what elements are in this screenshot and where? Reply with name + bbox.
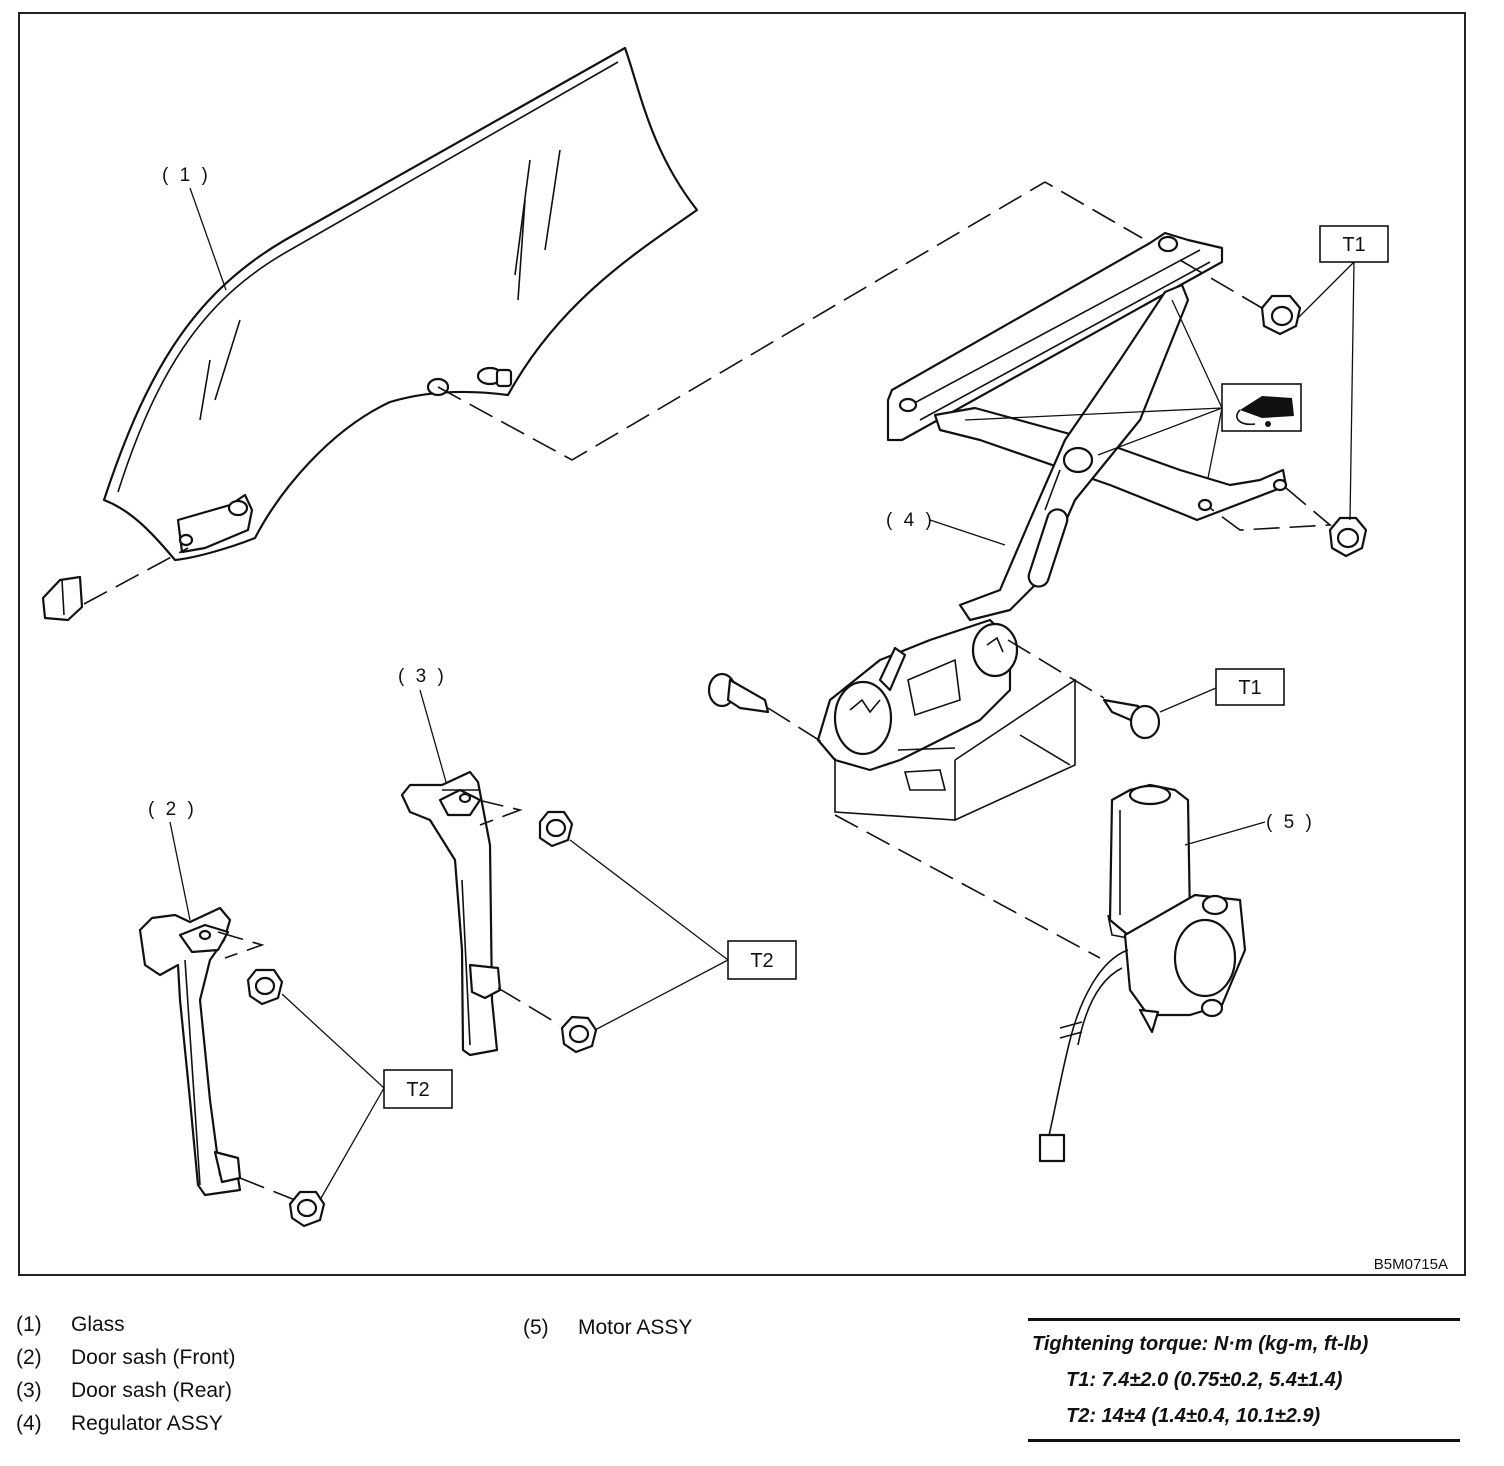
motor-guide-line bbox=[834, 814, 1101, 959]
callout-motor-leader bbox=[1184, 821, 1266, 846]
legend-num: (1) bbox=[16, 1313, 42, 1336]
torque-box-t2-front: T2 bbox=[383, 1069, 453, 1109]
legend-num: (3) bbox=[16, 1379, 42, 1402]
rear-sash-nut-lower bbox=[560, 1015, 598, 1054]
t2-front-leader-2 bbox=[319, 1087, 385, 1201]
torque-label-t2-rear: T2 bbox=[750, 950, 773, 972]
right-bolt-guide bbox=[1007, 639, 1105, 699]
front-sash-nut-upper bbox=[246, 968, 284, 1006]
regulator-part bbox=[816, 231, 1288, 772]
legend-name: Door sash (Rear) bbox=[71, 1379, 233, 1402]
legend-name: Glass bbox=[71, 1313, 125, 1336]
door-sash-front-part bbox=[138, 906, 242, 1197]
exploded-view-diagram: ( 1 ) ( 2 ) ( 3 ) ( 4 ) ( 5 ) T1 T1 T2 T… bbox=[41, 46, 1448, 1273]
t2-rear-leader-1 bbox=[569, 839, 729, 961]
regulator-nut-upper bbox=[1260, 294, 1302, 336]
callout-regulator-leader bbox=[929, 519, 1006, 546]
regulator-nut-lower bbox=[1328, 516, 1368, 558]
grease-leader-1 bbox=[1171, 299, 1223, 409]
t1-lower-leader bbox=[1159, 687, 1217, 713]
front-sash-nut-lower bbox=[288, 1190, 326, 1228]
torque-box-t1-upper: T1 bbox=[1319, 225, 1389, 263]
legend-num: (5) bbox=[523, 1316, 549, 1339]
figure-code: B5M0715A bbox=[1374, 1256, 1448, 1273]
torque-spec-t1: T1: 7.4±2.0 (0.75±0.2, 5.4±1.4) bbox=[1066, 1369, 1343, 1391]
glass-part bbox=[102, 46, 699, 562]
grease-leader-4 bbox=[1207, 407, 1223, 479]
callout-door-sash-front-leader bbox=[169, 821, 191, 921]
grease-leader-2 bbox=[964, 407, 1223, 421]
callout-door-sash-front: ( 2 ) bbox=[148, 799, 197, 820]
callout-regulator: ( 4 ) bbox=[886, 510, 935, 531]
rear-sash-upper-guide bbox=[477, 799, 523, 826]
clip-guide-line bbox=[83, 547, 189, 605]
lower-nut-guide bbox=[1209, 487, 1333, 531]
rear-sash-nut-upper bbox=[538, 810, 574, 848]
callout-door-sash-rear-leader bbox=[419, 689, 447, 783]
torque-spec-t2: T2: 14±4 (1.4±0.4, 10.1±2.9) bbox=[1066, 1405, 1321, 1427]
grease-icon bbox=[1221, 383, 1302, 432]
callout-motor: ( 5 ) bbox=[1266, 812, 1315, 833]
upper-nut-guide bbox=[1179, 259, 1263, 309]
legend-num: (2) bbox=[16, 1346, 42, 1369]
torque-box-t1-lower: T1 bbox=[1215, 668, 1285, 706]
legend-item-door-sash-rear: (3) Door sash (Rear) bbox=[16, 1376, 232, 1406]
torque-spec-panel: Tightening torque: N·m (kg-m, ft-lb) T1:… bbox=[1028, 1318, 1460, 1442]
callout-door-sash-rear: ( 3 ) bbox=[398, 666, 447, 687]
regulator-bolt-left bbox=[707, 672, 770, 714]
door-sash-rear-part bbox=[400, 770, 502, 1057]
callout-glass: ( 1 ) bbox=[162, 165, 211, 186]
legend-name: Door sash (Front) bbox=[71, 1346, 236, 1369]
glass-clip-part bbox=[41, 575, 84, 622]
legend-item-motor: (5) Motor ASSY bbox=[523, 1313, 692, 1343]
callout-glass-leader bbox=[189, 187, 227, 291]
legend-item-glass: (1) Glass bbox=[16, 1310, 125, 1340]
rear-sash-lower-guide bbox=[497, 987, 561, 1026]
regulator-bracket-part bbox=[834, 678, 1076, 821]
regulator-bolt-right bbox=[1102, 698, 1161, 740]
torque-spec-heading: Tightening torque: N·m (kg-m, ft-lb) bbox=[1032, 1333, 1369, 1355]
front-sash-upper-guide bbox=[217, 931, 265, 959]
t1-upper-leader-2 bbox=[1349, 261, 1355, 521]
parts-legend: (1) Glass (2) Door sash (Front) (3) Door sa… bbox=[16, 1310, 716, 1450]
left-bolt-guide bbox=[767, 707, 823, 743]
glass-regulator-guide bbox=[437, 181, 1143, 461]
legend-item-regulator: (4) Regulator ASSY bbox=[16, 1409, 223, 1439]
torque-label-t1-lower: T1 bbox=[1238, 677, 1261, 699]
t2-front-leader-1 bbox=[281, 993, 385, 1089]
legend-name: Regulator ASSY bbox=[71, 1412, 223, 1435]
legend-item-door-sash-front: (2) Door sash (Front) bbox=[16, 1343, 236, 1373]
motor-part bbox=[1038, 783, 1247, 1163]
torque-box-t2-rear: T2 bbox=[727, 940, 797, 980]
legend-name: Motor ASSY bbox=[578, 1316, 693, 1339]
front-sash-lower-guide bbox=[239, 1177, 296, 1201]
diagram-frame bbox=[18, 12, 1466, 1276]
legend-num: (4) bbox=[16, 1412, 42, 1435]
torque-label-t2-front: T2 bbox=[406, 1079, 429, 1101]
t2-rear-leader-2 bbox=[594, 959, 729, 1031]
grease-leader-3 bbox=[1097, 407, 1223, 456]
t1-upper-leader-1 bbox=[1297, 261, 1355, 319]
torque-label-t1-upper: T1 bbox=[1342, 234, 1365, 256]
